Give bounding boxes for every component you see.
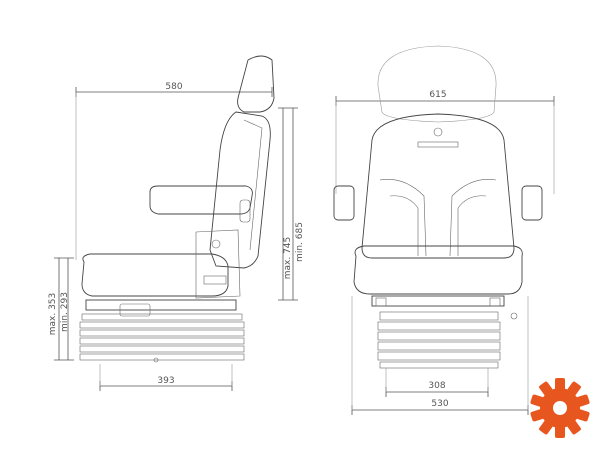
- front-armrests: [333, 185, 543, 221]
- seat-side-outline: [79, 55, 275, 363]
- dimension-530: 530: [351, 296, 529, 415]
- gear-icon: [530, 378, 590, 438]
- dimension-580: 580: [75, 82, 273, 260]
- front-view: 615: [333, 45, 555, 415]
- dimension-530-label: 530: [431, 399, 448, 409]
- seat-height-min-label: min. 293: [60, 292, 70, 332]
- brand-logo: [417, 127, 459, 148]
- height-max-label: max. 745: [283, 237, 293, 280]
- seat-height-max-label: max. 353: [48, 293, 58, 336]
- dimension-615: 615: [335, 90, 555, 194]
- dimension-393: 393: [99, 364, 233, 391]
- side-view: 580 max. 745 min. 685 max. 353 min. 293: [48, 55, 305, 391]
- dimension-393-label: 393: [157, 376, 174, 386]
- dimension-615-label: 615: [429, 90, 446, 100]
- side-bellows: [79, 313, 245, 363]
- dimension-height-max-min: max. 745 min. 685: [278, 107, 305, 301]
- dimension-308: 308: [385, 368, 489, 397]
- front-bellows: [377, 311, 501, 369]
- dimension-308-label: 308: [428, 381, 445, 391]
- dimension-580-label: 580: [165, 82, 182, 92]
- dimension-seat-height: max. 353 min. 293: [48, 257, 74, 361]
- height-min-label: min. 685: [295, 222, 305, 262]
